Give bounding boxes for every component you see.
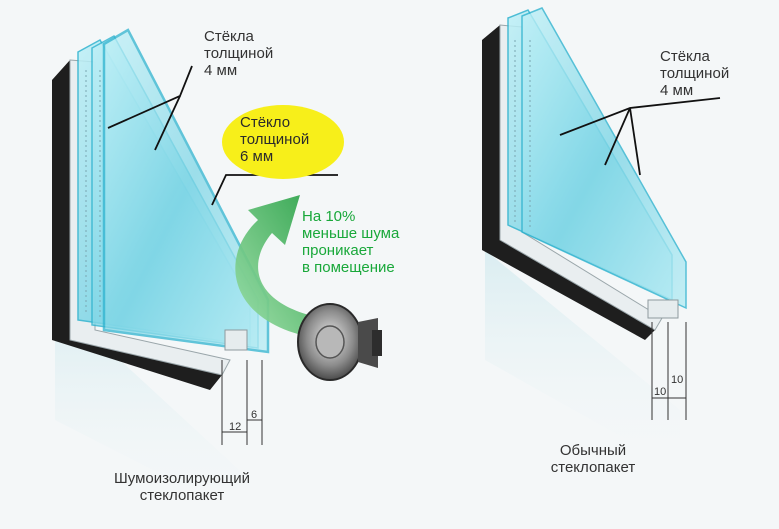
right-glass-label-line1: Стёкла [660, 48, 710, 65]
noise-note-line2: меньше шума [302, 225, 400, 242]
right-caption: Обычный стеклопакет [518, 442, 668, 476]
noise-note-line4: в помещение [302, 259, 395, 276]
noise-note: На 10% меньше шума проникает в помещение [302, 208, 399, 276]
left-gap-dim-1: 12 [229, 421, 242, 433]
left-glass-label: Стёкла толщиной 4 мм [204, 28, 273, 79]
left-glass-label-line1: Стёкла [204, 28, 254, 45]
left-caption-line1: Шумоизолирующий [114, 470, 250, 487]
thick-glass-label-line2: толщиной [240, 131, 310, 148]
thick-glass-label: Стёкло толщиной 6 мм [240, 114, 309, 165]
right-glass-label: Стёкла толщиной 4 мм [660, 48, 729, 99]
noise-note-line3: проникает [302, 242, 374, 259]
thick-glass-label-line1: Стёкло [240, 114, 291, 131]
right-glass-label-line3: 4 мм [660, 82, 694, 99]
right-glass-label-line2: толщиной [660, 65, 730, 82]
left-glass-label-line3: 4 мм [204, 62, 238, 79]
regular-window [482, 7, 721, 470]
right-caption-line2: стеклопакет [550, 459, 636, 476]
thick-glass-label-line3: 6 мм [240, 148, 274, 165]
curved-arrow-icon [235, 195, 330, 340]
noise-note-line1: На 10% [302, 208, 356, 225]
right-caption-line1: Обычный [559, 442, 627, 459]
left-gap-dim-2: 6 [251, 409, 258, 421]
right-gap-dim-1: 10 [654, 386, 667, 398]
thick-glass-bubble [222, 105, 344, 179]
left-caption-line2: стеклопакет [139, 487, 225, 504]
speaker-icon [297, 303, 382, 381]
right-gap-dim-2: 10 [671, 374, 684, 386]
soundproof-window [52, 28, 338, 520]
left-glass-label-line2: толщиной [204, 45, 274, 62]
left-caption: Шумоизолирующий стеклопакет [92, 470, 272, 504]
